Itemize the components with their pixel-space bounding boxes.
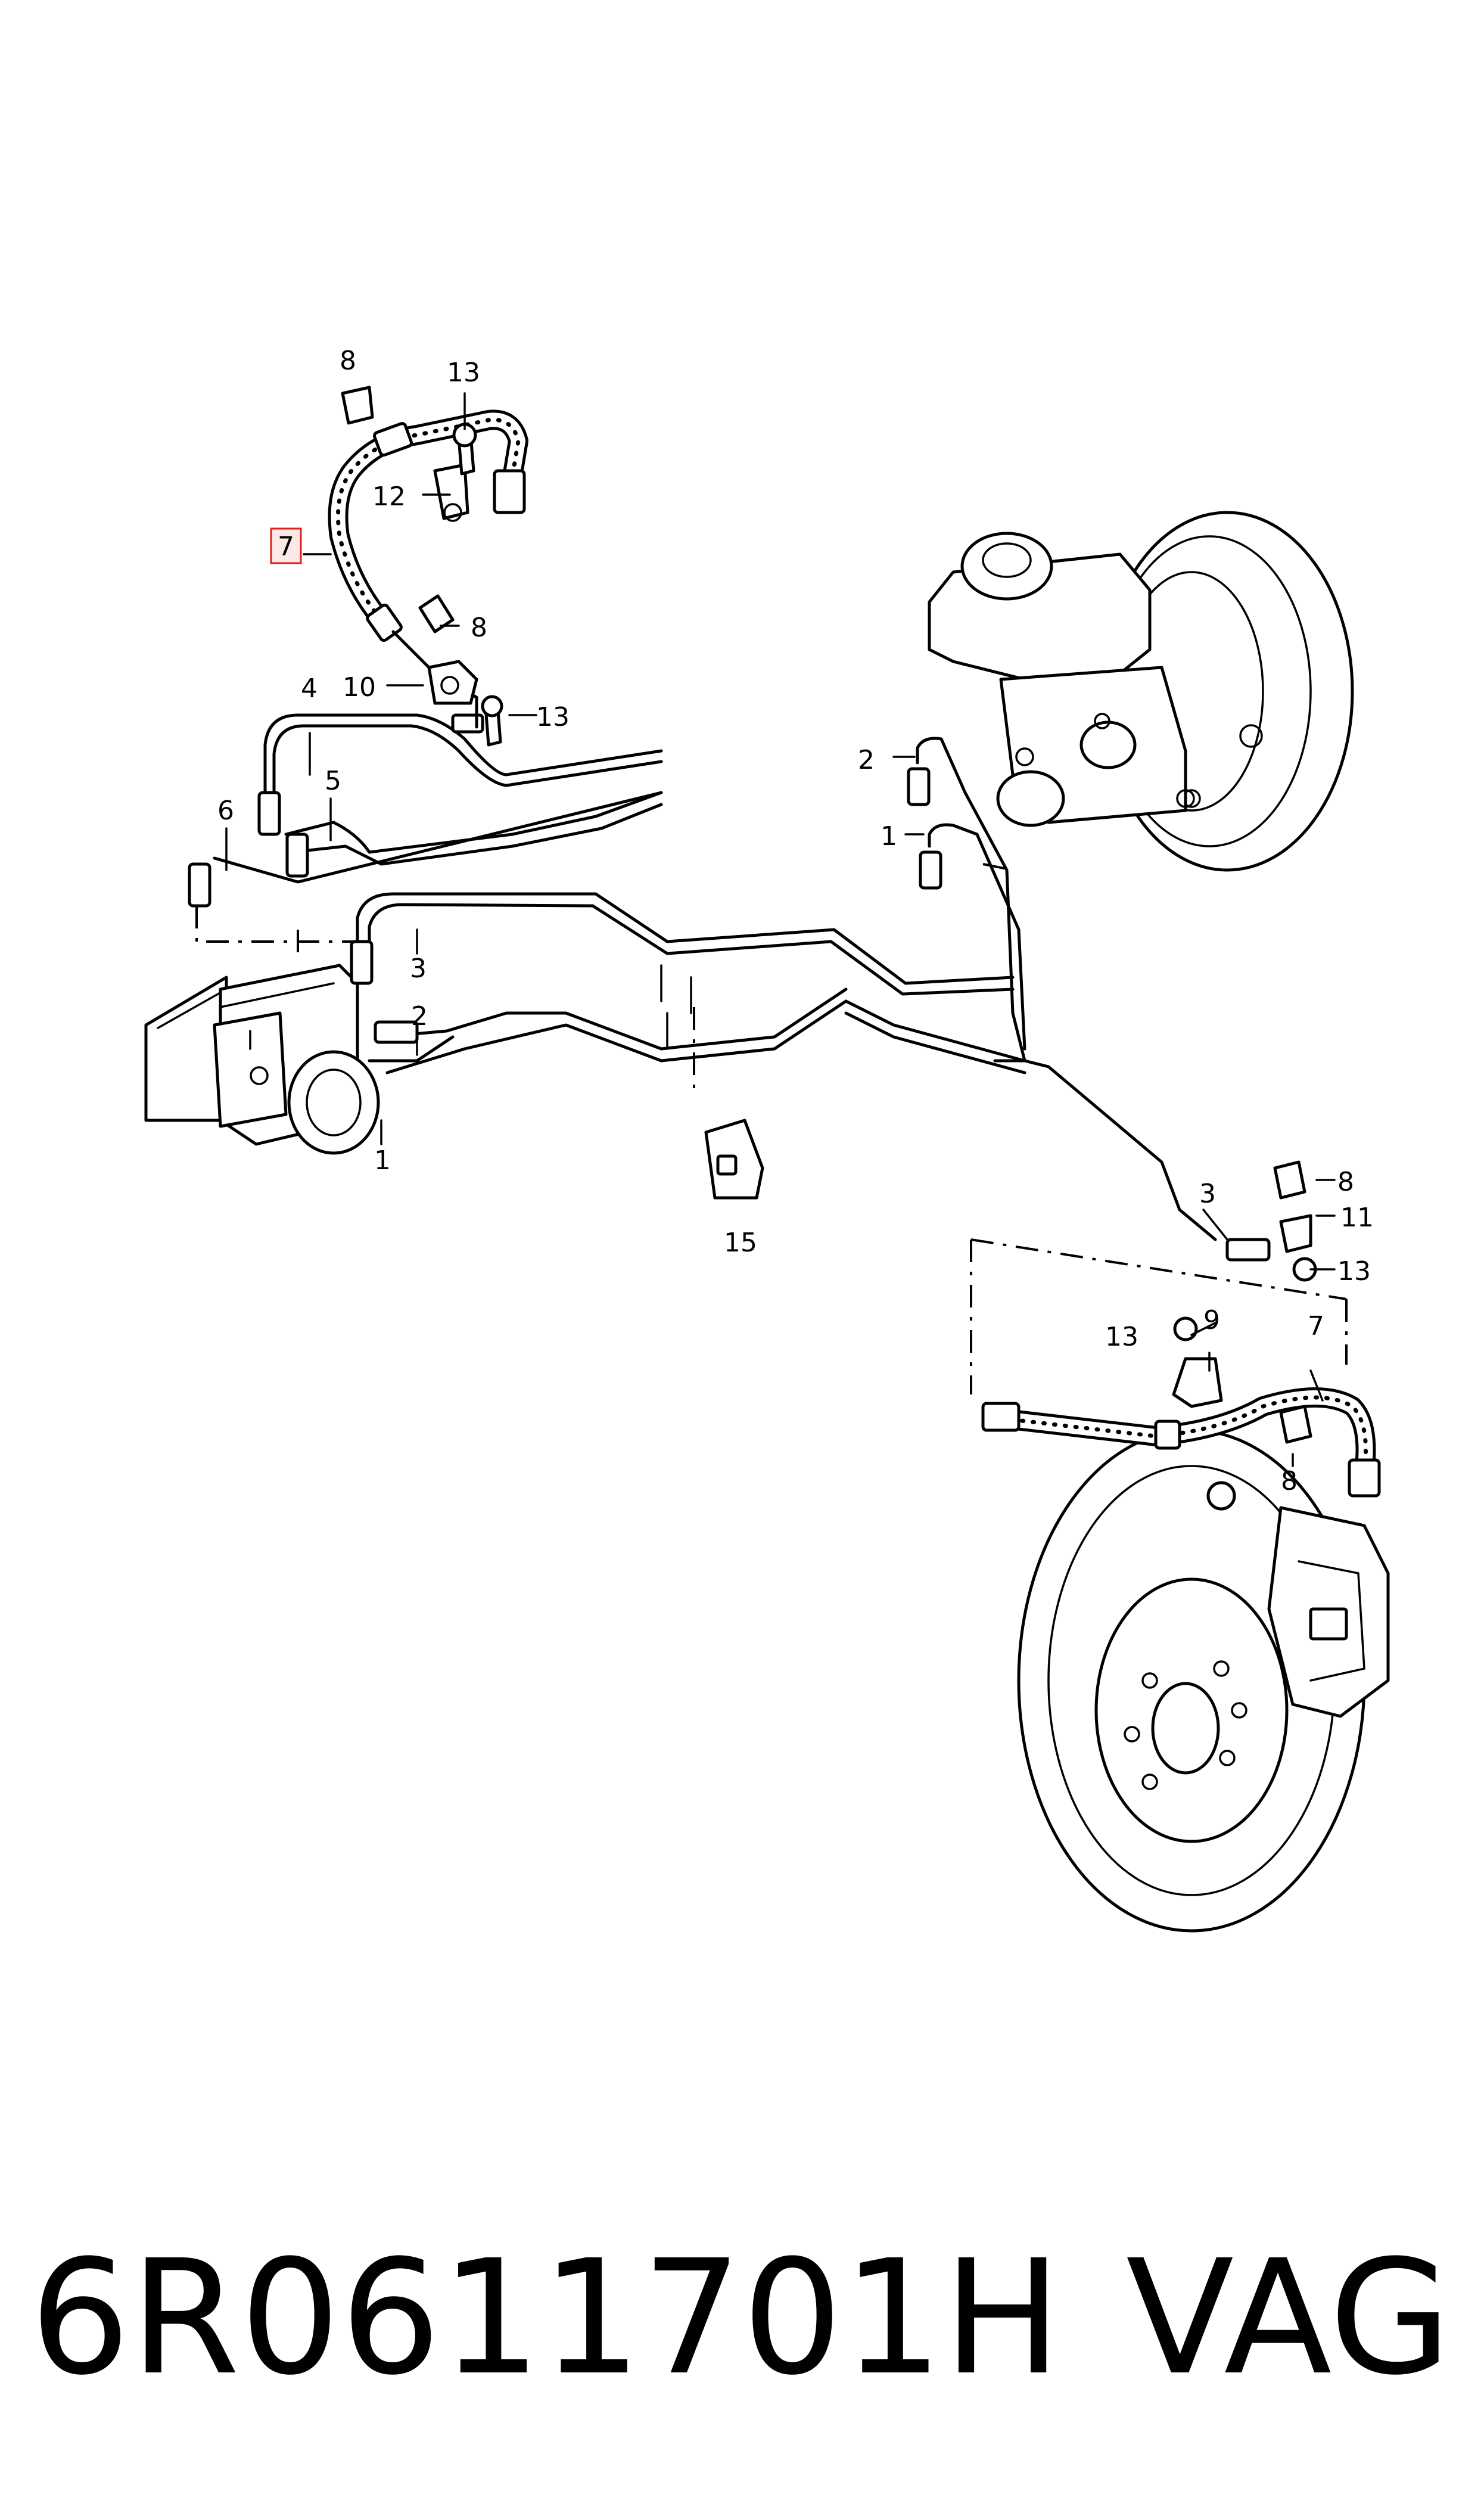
callout-2-left: 2 [411, 1001, 428, 1032]
rear-brake-hose [981, 1387, 1381, 1498]
callout-8-bottom: 8 [1281, 1466, 1298, 1496]
callout-6: 6 [217, 796, 234, 826]
callout-12: 12 [372, 482, 406, 512]
callout-13-mid: 13 [536, 702, 570, 732]
callout-13-top: 13 [447, 358, 480, 388]
callout-7-highlight [270, 527, 302, 564]
footer: 6R0611701H VAG [30, 2229, 1460, 2408]
brake-pipes [213, 713, 1217, 1241]
callout-11: 11 [1340, 1203, 1374, 1233]
callout-10: 10 [343, 672, 376, 703]
leader-lines [225, 392, 1336, 1467]
callout-8-top: 8 [340, 346, 356, 376]
brand-label: VAG [1126, 2226, 1452, 2410]
abs-hydraulic-unit [144, 964, 380, 1155]
front-bracket [341, 386, 503, 747]
callout-1-right: 1 [881, 821, 897, 852]
part-number: 6R0611701H [30, 2226, 1062, 2410]
callout-13-right: 13 [1337, 1256, 1371, 1287]
callout-7-front: 7 [278, 532, 294, 562]
callout-7-rear: 7 [1308, 1311, 1324, 1341]
front-brake-hose [328, 409, 528, 729]
master-cylinder [928, 532, 1195, 827]
brake-caliper [1206, 1481, 1390, 1718]
connection-lines [195, 863, 1348, 1394]
callout-2-right: 2 [858, 745, 875, 775]
callout-15: 15 [724, 1228, 757, 1258]
callout-8-right-top: 8 [1337, 1167, 1354, 1197]
rear-brackets [704, 1119, 1317, 1444]
callout-9: 9 [1203, 1305, 1220, 1335]
callout-4: 4 [301, 673, 318, 704]
callout-5: 5 [325, 766, 341, 796]
callout-13-lower: 13 [1105, 1322, 1138, 1352]
callout-3-left: 3 [410, 953, 427, 984]
callout-1-left: 1 [374, 1145, 391, 1176]
callout-8-mid: 8 [471, 613, 487, 643]
callout-labels: 7 8 13 12 8 10 13 4 5 6 3 2 1 2 1 15 3 8… [217, 346, 1374, 1496]
callout-3-right: 3 [1199, 1179, 1216, 1209]
pipe-fittings [188, 713, 1271, 1262]
